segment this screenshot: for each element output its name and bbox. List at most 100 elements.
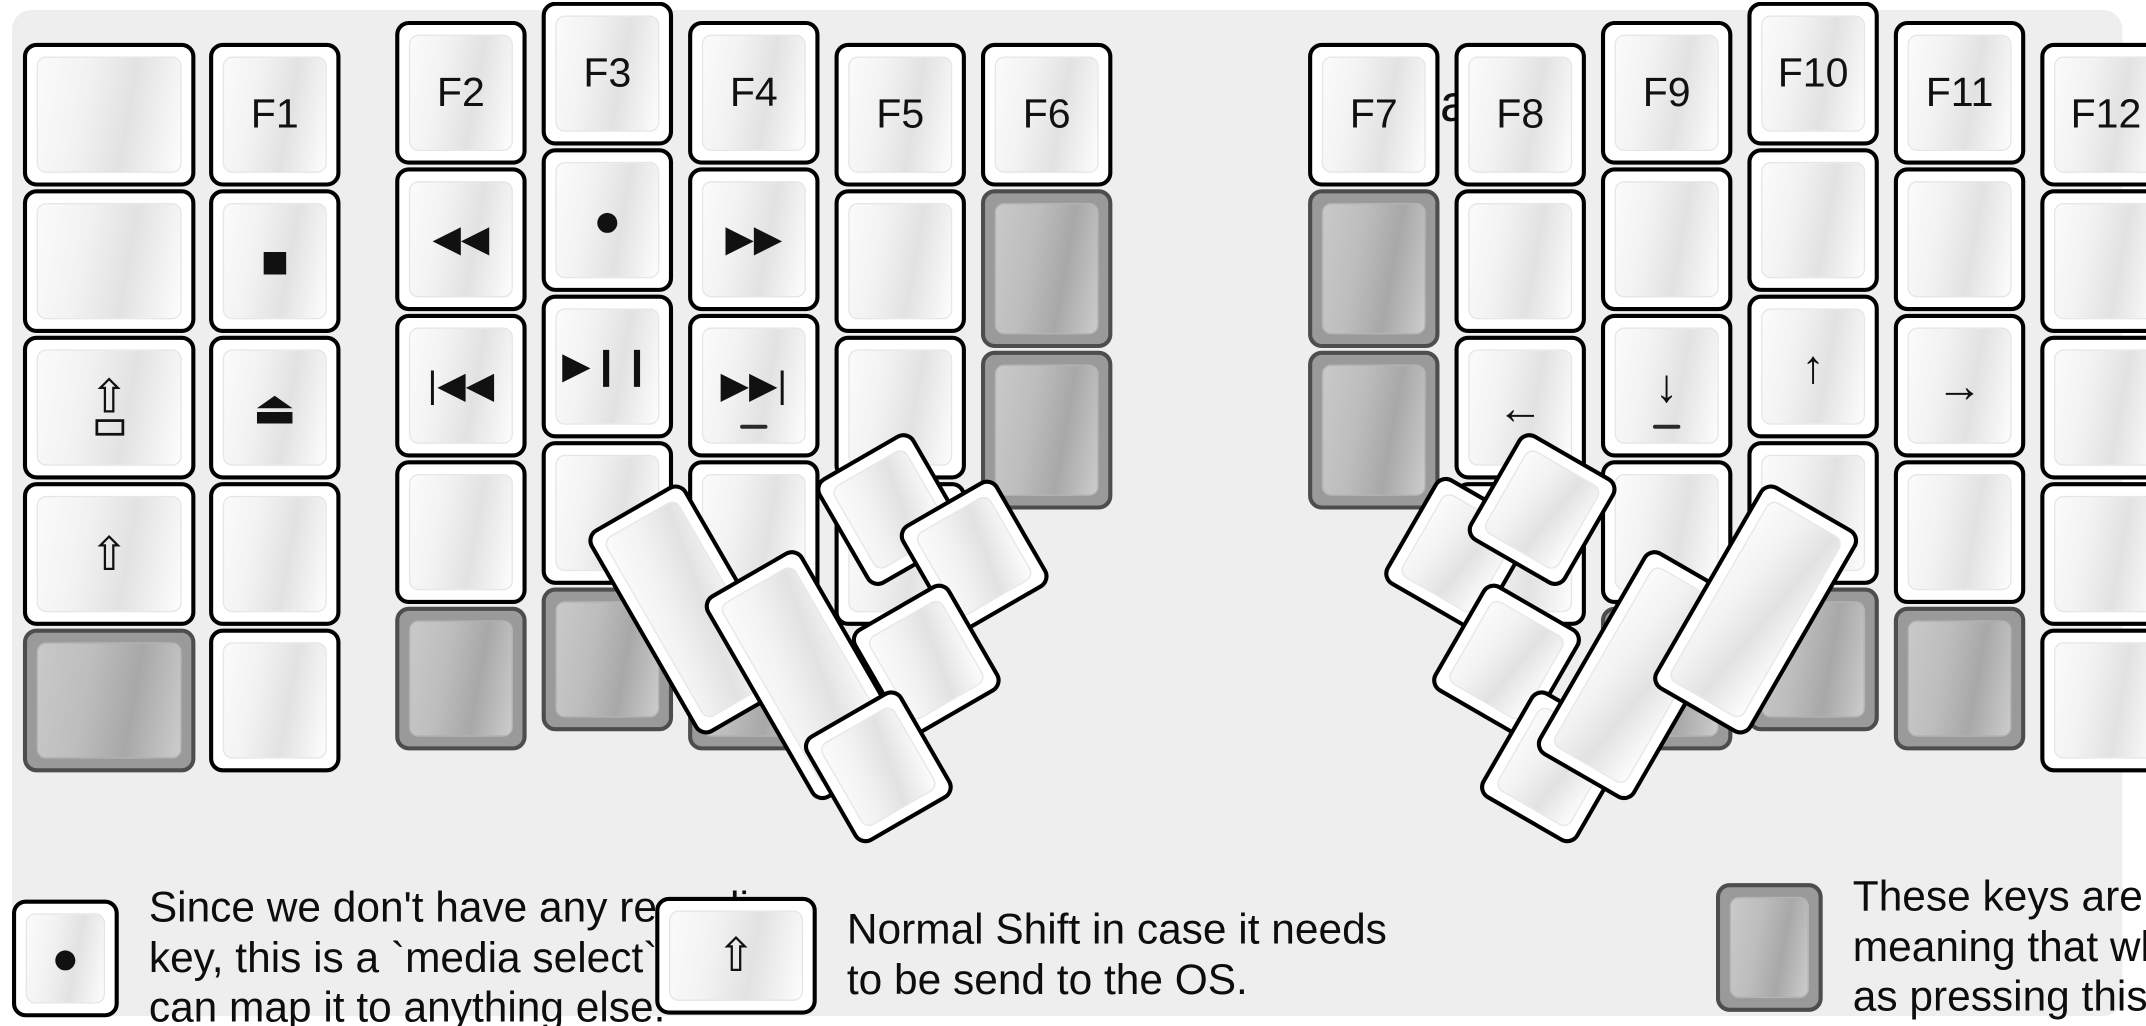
key-right-r5-c5[interactable]	[1893, 606, 2026, 751]
key-right-r4-c5[interactable]	[1893, 460, 2026, 604]
key-right-r2-c5[interactable]	[1893, 167, 2026, 312]
key-label: F3	[583, 50, 632, 96]
key-label: F9	[1642, 69, 1691, 115]
keycap-surface	[1614, 181, 1719, 298]
key-left-r2-c1[interactable]	[22, 189, 196, 333]
keycap-surface	[994, 202, 1099, 335]
note-record-keycap: ●	[12, 899, 119, 1018]
key-f11[interactable]: F11	[1893, 20, 2026, 165]
key-f3[interactable]: F3	[541, 1, 674, 146]
arrow-icon: ↓	[1655, 359, 1679, 412]
key-right-r2-c3[interactable]	[1600, 167, 1733, 312]
key-right-r3-c6[interactable]	[2040, 335, 2146, 480]
key-left-inner-upper[interactable]	[980, 189, 1113, 349]
key-f6[interactable]: F6	[980, 42, 1113, 187]
key-label: F7	[1349, 91, 1398, 137]
keycap-surface: ⇧	[36, 349, 182, 466]
key-left-r5-c3[interactable]	[395, 606, 527, 751]
key-f7[interactable]: F7	[1308, 42, 1440, 187]
arrow-icon: ↑	[1801, 340, 1825, 393]
key-right-r4-c6[interactable]	[2040, 482, 2146, 626]
key-arrow-right[interactable]: →	[1893, 313, 2026, 458]
keycap-surface	[1907, 620, 2012, 737]
key-media-rewind[interactable]: ◀◀	[395, 167, 527, 312]
key-right-r2-c4[interactable]	[1747, 148, 1879, 292]
key-label: F5	[876, 91, 925, 137]
key-f1[interactable]: F1	[209, 42, 341, 187]
key-left-r5-c1[interactable]	[22, 628, 196, 773]
keycap-surface	[408, 620, 513, 737]
record-icon: ●	[51, 932, 80, 985]
key-arrow-up[interactable]: ↑	[1747, 294, 1879, 439]
key-left-r4-c3[interactable]	[395, 460, 527, 604]
key-left-r2-c6[interactable]	[834, 189, 966, 333]
key-label: F12	[2070, 91, 2142, 137]
key-f5[interactable]: F5	[834, 42, 966, 187]
keycap-surface: ▶❙❙	[555, 308, 660, 425]
key-label: F6	[1022, 91, 1071, 137]
key-right-r2-c2[interactable]	[1454, 189, 1586, 333]
key-label: F8	[1496, 91, 1545, 137]
keycap-surface: ↑	[1761, 308, 1866, 425]
key-f10[interactable]: F10	[1747, 1, 1879, 146]
keycap-surface	[2053, 495, 2146, 613]
keycap-surface	[2053, 642, 2146, 759]
caps-lock-icon: ⇧	[90, 374, 129, 437]
note-shift-keycap: ⇧	[655, 896, 817, 1015]
key-media-next-track[interactable]: ▶▶|	[688, 313, 820, 458]
keycap-surface: ▶▶|	[701, 327, 806, 444]
keycap-surface	[994, 364, 1099, 496]
key-right-r2-c6[interactable]	[2040, 189, 2146, 333]
note-shift-key: ⇧ Normal Shift in case it needs to be se…	[655, 896, 1476, 1015]
keycap-surface	[36, 56, 182, 173]
key-media-fast-forward[interactable]: ▶▶	[688, 167, 820, 312]
keycap-surface: →	[1907, 327, 2012, 444]
key-arrow-down[interactable]: ↓	[1600, 313, 1733, 458]
keycap-surface	[408, 473, 513, 591]
key-f8[interactable]: F8	[1454, 42, 1586, 187]
key-right-inner-upper[interactable]	[1308, 189, 1440, 349]
keycap-surface: F10	[1761, 15, 1866, 132]
key-media-eject[interactable]: ⏏	[209, 335, 341, 480]
key-left-caps-lock[interactable]: ⇧	[22, 335, 196, 480]
key-f4[interactable]: F4	[688, 20, 820, 165]
key-right-r5-c6[interactable]	[2040, 628, 2146, 773]
keycap-surface: ⇧	[36, 495, 182, 613]
key-left-r4-c2[interactable]	[209, 482, 341, 626]
keycap-surface	[36, 202, 182, 320]
key-left-r1-c1[interactable]	[22, 42, 196, 187]
next-track-icon: ▶▶|	[720, 364, 788, 406]
key-left-shift[interactable]: ⇧	[22, 482, 196, 626]
key-label: F1	[250, 91, 299, 137]
key-f9[interactable]: F9	[1600, 20, 1733, 165]
note-record-text: Since we don't have any recording key, t…	[148, 883, 808, 1026]
key-label: F10	[1777, 50, 1849, 96]
key-media-prev-track[interactable]: |◀◀	[395, 313, 527, 458]
key-f12[interactable]: F12	[2040, 42, 2146, 187]
rewind-icon: ◀◀	[432, 218, 490, 260]
homing-bar	[740, 424, 768, 429]
key-media-play-pause[interactable]: ▶❙❙	[541, 294, 674, 439]
arrow-icon: →	[1936, 359, 1983, 412]
stop-icon: ■	[260, 235, 289, 288]
keycap-surface: ■	[222, 202, 327, 320]
key-f2[interactable]: F2	[395, 20, 527, 165]
keycap-surface: F3	[555, 15, 660, 132]
key-left-r5-c2[interactable]	[209, 628, 341, 773]
note-transparent-keycap	[1715, 882, 1823, 1012]
keycap-surface: |◀◀	[408, 327, 513, 444]
key-media-stop[interactable]: ■	[209, 189, 341, 333]
keycap-surface: ◀◀	[408, 181, 513, 298]
play-pause-icon: ▶❙❙	[562, 345, 653, 387]
keycap-surface	[222, 642, 327, 759]
keycap-surface	[1468, 202, 1573, 320]
keycap-surface	[1321, 364, 1426, 496]
key-right-inner-lower[interactable]	[1308, 350, 1440, 510]
key-label: F2	[436, 69, 485, 115]
key-left-inner-lower[interactable]	[980, 350, 1113, 510]
key-media-record[interactable]: ●	[541, 148, 674, 292]
keycap-surface	[1907, 181, 2012, 298]
keycap-surface: F11	[1907, 34, 2012, 151]
keycap-surface: F8	[1468, 56, 1573, 173]
